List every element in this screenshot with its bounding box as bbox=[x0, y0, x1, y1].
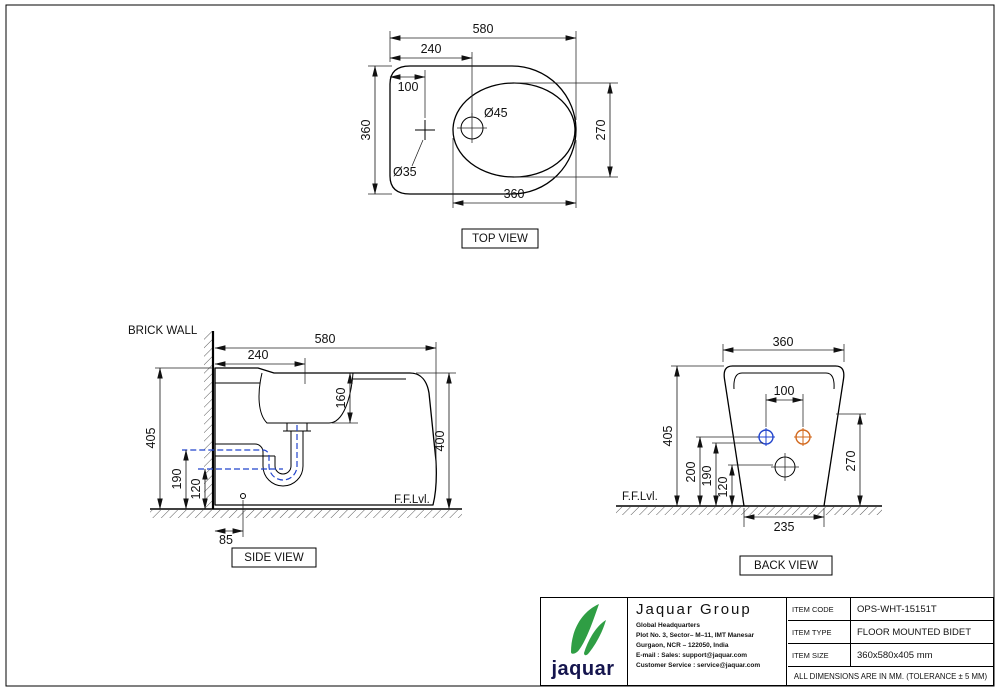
dim-back-drain-height: 120 bbox=[716, 477, 730, 498]
item-size-row: ITEM SIZE 360x580x405 mm bbox=[788, 644, 993, 667]
back-inner-rim-line bbox=[733, 372, 835, 390]
dim-top-overall-depth: 360 bbox=[359, 120, 373, 141]
dim-side-overall-depth: 580 bbox=[315, 332, 336, 346]
company-address: Global Headquarters Plot No. 3, Sector– … bbox=[636, 621, 786, 671]
side-view-label-box bbox=[231, 547, 317, 568]
address-line: Plot No. 3, Sector– M–11, IMT Manesar bbox=[636, 632, 755, 640]
wall-hatching bbox=[204, 331, 213, 509]
side-view-dimension-lines bbox=[157, 345, 452, 534]
bowl-section-lines bbox=[215, 372, 406, 424]
dim-side-trap-height: 120 bbox=[189, 479, 203, 500]
sheet-border bbox=[5, 4, 995, 687]
dim-side-waste-height: 190 bbox=[170, 469, 184, 490]
brand-logo-cell: jaquar bbox=[541, 598, 628, 685]
floor-drain-point bbox=[240, 493, 246, 499]
dim-tap-diameter: Ø35 bbox=[393, 165, 417, 179]
back-view-label: BACK VIEW bbox=[754, 560, 818, 572]
dim-side-drain-wall-offset: 85 bbox=[219, 533, 233, 547]
item-code-row: ITEM CODE OPS-WHT-15151T bbox=[788, 598, 993, 621]
cold-inlet bbox=[757, 428, 775, 446]
dim-jet-diameter: Ø45 bbox=[484, 106, 508, 120]
side-view-label: SIDE VIEW bbox=[244, 552, 304, 564]
jet-hole bbox=[457, 113, 487, 143]
dim-back-spout-height: 190 bbox=[700, 466, 714, 487]
top-view: 580 240 100 360 270 360 Ø45 Ø35 TOP VIEW bbox=[359, 22, 618, 249]
dim-back-base-width: 235 bbox=[774, 520, 795, 534]
item-table: ITEM CODE OPS-WHT-15151T ITEM TYPE FLOOR… bbox=[788, 598, 993, 685]
dim-top-tap-offset: 100 bbox=[398, 80, 419, 94]
back-ffl-label: F.F.Lvl. bbox=[622, 491, 658, 503]
bowl-rim-outline bbox=[452, 82, 576, 178]
back-floor-hatching bbox=[616, 507, 882, 515]
item-code-label: ITEM CODE bbox=[788, 598, 851, 620]
dim-back-inlet-spacing: 100 bbox=[774, 384, 795, 398]
item-type-value: FLOOR MOUNTED BIDET bbox=[857, 626, 972, 638]
bidet-side-profile bbox=[214, 367, 438, 506]
dim-back-rim-height: 270 bbox=[844, 451, 858, 472]
address-line: Customer Service : service@jaquar.com bbox=[636, 662, 761, 670]
title-block: jaquar Jaquar Group Global Headquarters … bbox=[540, 597, 994, 686]
dim-side-front-height: 400 bbox=[433, 431, 447, 452]
company-cell: Jaquar Group Global Headquarters Plot No… bbox=[628, 598, 787, 685]
back-view-dimension-lines bbox=[674, 347, 863, 520]
address-line: E-mail : Sales: support@jaquar.com bbox=[636, 652, 748, 660]
bidet-back-outline bbox=[723, 365, 845, 507]
dim-back-inlet-height: 200 bbox=[684, 462, 698, 483]
company-name: Jaquar Group bbox=[636, 601, 752, 618]
back-view: F.F.Lvl. 360 100 405 200 190 120 270 235… bbox=[616, 335, 882, 576]
tap-hole bbox=[411, 120, 435, 167]
side-view: BRICK WALL F.F.Lvl. 580 240 160 400 405 … bbox=[128, 325, 462, 568]
top-view-extension-lines bbox=[368, 31, 618, 208]
top-view-label-box bbox=[461, 228, 539, 249]
bidet-top-outline bbox=[389, 65, 577, 195]
top-view-label: TOP VIEW bbox=[472, 233, 528, 245]
item-type-label: ITEM TYPE bbox=[788, 621, 851, 643]
side-floor-hatching bbox=[150, 510, 462, 518]
tolerance-note: ALL DIMENSIONS ARE IN MM. (TOLERANCE ± 5… bbox=[793, 671, 988, 681]
pipe-centerlines bbox=[182, 425, 298, 481]
dim-side-bowl-depth: 160 bbox=[334, 388, 348, 409]
item-size-value: 360x580x405 mm bbox=[857, 649, 933, 661]
dim-top-overall-width: 580 bbox=[473, 22, 494, 36]
brand-wordmark: jaquar bbox=[550, 658, 614, 680]
dim-top-bowl-width: 270 bbox=[594, 120, 608, 141]
dim-side-drain-offset: 240 bbox=[248, 348, 269, 362]
address-line: Global Headquarters bbox=[636, 622, 700, 629]
address-line: Gurgaon, NCR – 122050, India bbox=[636, 642, 729, 650]
back-view-label-box bbox=[739, 555, 833, 576]
side-ffl-label: F.F.Lvl. bbox=[394, 494, 430, 506]
item-type-row: ITEM TYPE FLOOR MOUNTED BIDET bbox=[788, 621, 993, 644]
brick-wall-label: BRICK WALL bbox=[128, 325, 198, 337]
dim-back-overall-height: 405 bbox=[661, 426, 675, 447]
brand-logo: jaquar bbox=[550, 604, 614, 680]
jaquar-leaf-icon bbox=[571, 604, 606, 656]
dim-top-jet-offset: 240 bbox=[421, 42, 442, 56]
item-code-value: OPS-WHT-15151T bbox=[857, 603, 937, 615]
hot-inlet bbox=[794, 428, 812, 446]
side-view-extension-lines bbox=[155, 342, 456, 537]
dim-side-overall-height: 405 bbox=[144, 428, 158, 449]
top-view-dimension-lines bbox=[372, 35, 613, 206]
dim-top-bowl-length: 360 bbox=[504, 187, 525, 201]
drain-outlet bbox=[771, 453, 799, 481]
dim-back-overall-width: 360 bbox=[773, 335, 794, 349]
item-size-label: ITEM SIZE bbox=[788, 644, 851, 666]
